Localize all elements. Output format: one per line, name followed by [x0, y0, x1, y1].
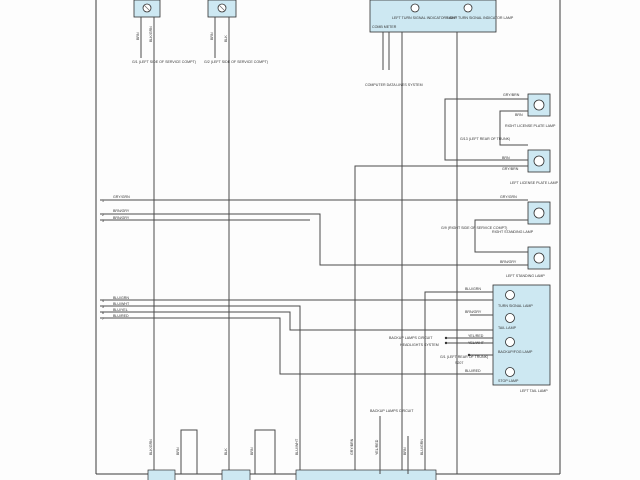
- wire-bluyel: [100, 311, 493, 331]
- wire-license-to-bottom: [354, 165, 528, 474]
- wire-label-blk-2: BLK: [224, 35, 228, 42]
- wire-blured: [100, 317, 493, 375]
- svg-text:BLU/GRN: BLU/GRN: [113, 296, 129, 300]
- wire-turn-signal: [424, 291, 493, 474]
- wire-bottom-loop-1: [180, 429, 198, 474]
- top-left-component-1: [133, 0, 161, 18]
- svg-text:BLU/YEL: BLU/YEL: [113, 308, 128, 312]
- svg-text:YEL/RED: YEL/RED: [375, 439, 379, 455]
- wire-label-brn-2: BRN: [210, 32, 214, 40]
- svg-text:1: 1: [102, 199, 104, 203]
- wire-label-blkgrn-1: BLK/GRN: [149, 26, 153, 42]
- bottom-connector-2: [221, 469, 251, 480]
- headlights-system-label: HEADLIGHTS SYSTEM: [400, 343, 439, 347]
- svg-text:BLU/GRN: BLU/GRN: [420, 439, 424, 455]
- svg-text:BRN: BRN: [176, 447, 180, 455]
- svg-text:BRN/GRY: BRN/GRY: [113, 216, 130, 220]
- svg-text:RIGHT STANDING LAMP: RIGHT STANDING LAMP: [492, 230, 534, 234]
- svg-text:BLU/WHT: BLU/WHT: [113, 302, 130, 306]
- backup-lamps-circuit-label: BACKUP LAMPS CIRCUIT: [389, 336, 433, 340]
- computer-data-lines-label: COMPUTER DATA LINES SYSTEM: [365, 83, 423, 87]
- svg-text:BRN: BRN: [403, 447, 407, 455]
- svg-text:G/1 (LEFT REAR OF TRUNK): G/1 (LEFT REAR OF TRUNK): [440, 355, 488, 359]
- svg-text:BRN/GRY: BRN/GRY: [113, 209, 130, 213]
- ground-label-right-side: G/9 (RIGHT SIDE OF SERVICE COMPT): [441, 226, 507, 230]
- svg-text:BRN/GRY: BRN/GRY: [500, 260, 517, 264]
- svg-text:S207: S207: [455, 361, 463, 365]
- svg-text:BLU/WHT: BLU/WHT: [295, 438, 299, 455]
- top-left-component-2: [207, 0, 237, 18]
- svg-text:6: 6: [102, 311, 104, 315]
- svg-text:GRY/GRN: GRY/GRN: [500, 195, 517, 199]
- svg-text:BRN: BRN: [515, 113, 523, 117]
- wire-bottom-loop-2: [254, 429, 276, 474]
- svg-text:4: 4: [102, 299, 104, 303]
- svg-text:BLK/GRN: BLK/GRN: [149, 439, 153, 455]
- svg-text:7: 7: [102, 317, 104, 321]
- svg-text:BACKUP/FOG LAMP: BACKUP/FOG LAMP: [498, 350, 533, 354]
- left-turn-indicator-label: LEFT TURN SIGNAL INDICATOR LAMP: [392, 16, 458, 20]
- svg-text:LEFT STANDING LAMP: LEFT STANDING LAMP: [506, 274, 545, 278]
- svg-text:5: 5: [102, 305, 104, 309]
- right-turn-indicator-label: RIGHT TURN SIGNAL INDICATOR LAMP: [446, 16, 514, 20]
- svg-text:BLU/RED: BLU/RED: [113, 314, 129, 318]
- svg-text:3: 3: [102, 219, 104, 223]
- svg-text:TURN SIGNAL LAMP: TURN SIGNAL LAMP: [498, 304, 533, 308]
- wire-bluwht: [100, 305, 301, 474]
- svg-text:BRN/GRY: BRN/GRY: [465, 310, 482, 314]
- ground-label-left-rear-trunk: G/13 (LEFT REAR OF TRUNK): [460, 137, 510, 141]
- comb-meter-indicator-lamps: LEFT TURN SIGNAL INDICATOR LAMP RIGHT TU…: [369, 0, 514, 33]
- bottom-connector-1: [147, 469, 176, 480]
- svg-text:BLU/GRN: BLU/GRN: [465, 287, 481, 291]
- backup-lamps-circuit-label-2: BACKUP LAMPS CIRCUIT: [370, 409, 414, 413]
- svg-text:GRY/BRN: GRY/BRN: [502, 167, 519, 171]
- ground-label-g1: G/1 (LEFT SIDE OF SERVICE COMPT): [132, 60, 196, 64]
- svg-text:YEL/WHT: YEL/WHT: [468, 341, 485, 345]
- wire-license-feed: [499, 110, 528, 146]
- ground-label-g2: G/2 (LEFT SIDE OF SERVICE COMPT): [204, 60, 268, 64]
- bottom-connector-3: [295, 469, 437, 480]
- svg-text:GRY/BRN: GRY/BRN: [503, 93, 520, 97]
- svg-text:LEFT TAIL LAMP: LEFT TAIL LAMP: [520, 389, 548, 393]
- svg-text:YEL/RED: YEL/RED: [468, 334, 484, 338]
- wire-brngry-left-standing: [100, 213, 528, 266]
- svg-text:TAIL LAMP: TAIL LAMP: [498, 326, 517, 330]
- svg-text:GRY/BRN: GRY/BRN: [350, 438, 354, 455]
- svg-text:GRY/GRN: GRY/GRN: [113, 195, 130, 199]
- svg-text:STOP LAMP: STOP LAMP: [498, 379, 519, 383]
- svg-text:RIGHT LICENSE PLATE LAMP: RIGHT LICENSE PLATE LAMP: [505, 124, 556, 128]
- right-license-plate-lamp: RIGHT LICENSE PLATE LAMP: [505, 93, 556, 128]
- svg-text:BLU/RED: BLU/RED: [465, 369, 481, 373]
- wire-standing-ground: [474, 219, 528, 253]
- wire-license-ground: [444, 98, 528, 161]
- svg-text:LEFT LICENSE PLATE LAMP: LEFT LICENSE PLATE LAMP: [510, 181, 559, 185]
- wire-label-brn-1: BRN: [136, 32, 140, 40]
- left-standing-lamp: LEFT STANDING LAMP: [506, 246, 551, 278]
- right-standing-lamp: RIGHT STANDING LAMP: [492, 201, 551, 234]
- left-license-plate-lamp: LEFT LICENSE PLATE LAMP: [510, 149, 559, 185]
- svg-text:BRN: BRN: [250, 447, 254, 455]
- svg-text:BLK: BLK: [224, 448, 228, 455]
- svg-text:BRN: BRN: [502, 156, 510, 160]
- comb-meter-label: COMB METER: [372, 25, 397, 29]
- left-tail-lamp-assembly: TURN SIGNAL LAMP TAIL LAMP BACKUP/FOG LA…: [492, 284, 551, 393]
- svg-text:2: 2: [102, 213, 104, 217]
